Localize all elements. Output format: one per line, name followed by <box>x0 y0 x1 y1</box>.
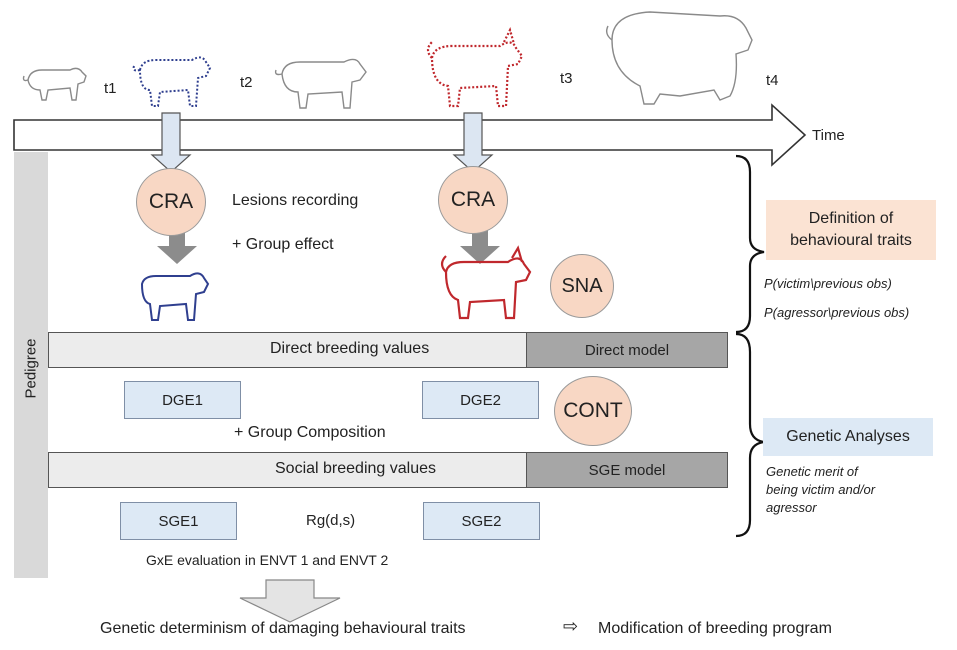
time-label-t4: t4 <box>766 72 779 89</box>
direct-bar-label: Direct breeding values <box>270 340 430 357</box>
time-label-t2: t2 <box>240 74 253 91</box>
genetic-merit-line3: agressor <box>766 500 817 515</box>
grey-arrow-right <box>460 228 500 264</box>
brace-bottom <box>735 332 765 538</box>
brace-top <box>735 154 765 334</box>
sge1-box: SGE1 <box>120 502 237 540</box>
modification-label: Modification of breeding program <box>598 620 832 637</box>
pig-red-dotted-icon <box>426 26 524 108</box>
pig-red-icon <box>440 245 532 320</box>
time-label-t1: t1 <box>104 80 117 97</box>
time-arrow <box>13 103 807 167</box>
definition-line1: Definition of <box>808 210 894 227</box>
lesions-recording-label: Lesions recording <box>232 192 359 209</box>
time-label-t3: t3 <box>560 70 573 87</box>
sge-model-box: SGE model <box>526 452 728 488</box>
cont-circle: CONT <box>554 376 632 446</box>
down-arrow-left <box>150 112 192 173</box>
grey-arrow-left <box>157 228 197 264</box>
genetic-merit-line1: Genetic merit of <box>766 464 858 479</box>
arrow-right-icon: ⇨ <box>563 616 579 636</box>
time-axis-label: Time <box>812 127 845 144</box>
rg-label: Rg(d,s) <box>306 512 356 529</box>
definition-line2: behavioural traits <box>790 232 912 249</box>
gxe-label: GxE evaluation in ENVT 1 and ENVT 2 <box>146 552 389 568</box>
down-arrow-right <box>452 112 494 173</box>
dge1-box: DGE1 <box>124 381 241 419</box>
pig-grey-icon <box>274 58 367 109</box>
group-effect-label: + Group effect <box>232 236 334 253</box>
pig-blue-dotted-icon <box>132 56 212 107</box>
sge2-box: SGE2 <box>423 502 540 540</box>
group-composition-label: + Group Composition <box>234 424 386 441</box>
determinism-label: Genetic determinism of damaging behaviou… <box>100 620 466 637</box>
p-victim-label: P(victim\previous obs) <box>764 276 892 291</box>
social-bar-label: Social breeding values <box>275 460 436 477</box>
cra-circle-left: CRA <box>136 168 206 236</box>
p-agressor-label: P(agressor\previous obs) <box>764 305 910 320</box>
cra-circle-right: CRA <box>438 166 508 234</box>
direct-model-box: Direct model <box>526 332 728 368</box>
bottom-down-arrow <box>239 579 341 623</box>
direct-bar <box>48 332 528 368</box>
genetic-merit-line2: being victim and/or <box>766 482 876 497</box>
pig-piglet-icon <box>22 67 87 101</box>
social-bar <box>48 452 528 488</box>
pig-blue-icon <box>140 272 210 321</box>
genetic-analyses-box: Genetic Analyses <box>763 418 933 456</box>
definition-box: Definition of behavioural traits <box>766 200 936 260</box>
sna-circle: SNA <box>550 254 614 318</box>
dge2-box: DGE2 <box>422 381 539 419</box>
pedigree-band <box>14 152 48 578</box>
pig-large-sow-icon <box>605 11 753 105</box>
